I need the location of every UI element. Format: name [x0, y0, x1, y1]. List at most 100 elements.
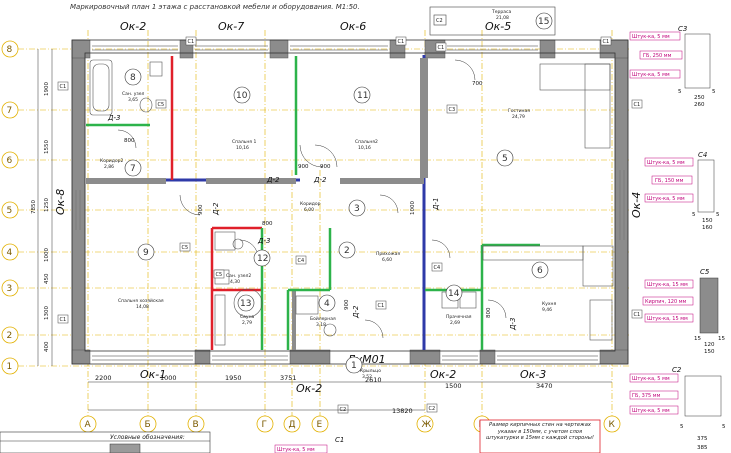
outer-walls: [71, 39, 629, 365]
wall-mark: С1: [634, 102, 641, 108]
room-area: 14,08: [136, 304, 149, 310]
axis-label-y: 6: [7, 156, 13, 166]
door-label: Д-2: [212, 202, 220, 216]
room-labels: 1 Крыльцо 3,52 2 Прихожая 6,60 3 Коридор…: [100, 9, 556, 380]
room-area: 21,08: [496, 15, 509, 21]
axis-label-x: А: [85, 420, 92, 430]
wall-mark: С4: [434, 265, 441, 271]
room-number: 3: [354, 204, 360, 214]
dim-bottom: 1950: [225, 374, 242, 382]
room-name: Крыльцо: [360, 368, 381, 374]
room-number: 8: [130, 73, 136, 83]
section-dim: 5: [722, 424, 726, 430]
section-id: С2: [672, 366, 682, 374]
section-dim: 150: [702, 218, 713, 224]
room-number: 10: [236, 91, 248, 101]
section-layer: Штук-ка, 15 мм: [647, 316, 688, 322]
wall-mark: С1: [378, 303, 385, 309]
door-label: Д-2: [313, 176, 327, 184]
terrace-outline: [429, 6, 556, 36]
axis-label-x: Д: [289, 420, 296, 430]
wall-mark: С2: [436, 18, 443, 24]
wall-mark: С5: [216, 272, 223, 278]
dim-bottom: 2610: [365, 376, 382, 384]
dim-left: 1250: [44, 198, 50, 212]
section-layer: Штук-ка, 5 мм: [632, 34, 670, 40]
room-area: 3,65: [128, 97, 138, 103]
room-area: 2,79: [242, 320, 252, 326]
room-number: 11: [357, 91, 368, 101]
legend-box: [0, 431, 211, 453]
dim-left: 450: [44, 273, 50, 284]
note-text: Размер кирпичных стен на чертежах указан…: [486, 422, 594, 441]
internal-walls-gray: [86, 58, 428, 350]
room-name: Спальня2: [355, 139, 378, 145]
section-layer: Штук-ка, 15 мм: [647, 282, 688, 288]
section-id: С1: [335, 436, 344, 444]
door-width: 800: [486, 307, 492, 318]
section-layer: Штук-ка, 5 мм: [647, 196, 685, 202]
dim-left: 1000: [44, 248, 50, 262]
dim-bottom: 3470: [536, 382, 553, 390]
wall-mark-boxes: [57, 36, 643, 414]
door-width: 1000: [410, 201, 416, 215]
window-label-top: Ок-7: [218, 20, 244, 33]
room-name: Прачечная: [446, 314, 472, 320]
wall-mark: С1: [603, 39, 610, 45]
section-layer: ГБ, 250 мм: [643, 53, 672, 59]
door-label: Д-2: [352, 305, 360, 319]
room-area: 3,52: [362, 374, 372, 380]
dim-bottom: 2200: [95, 374, 112, 382]
wall-mark: С5: [158, 102, 165, 108]
dim-left: 1550: [44, 140, 50, 154]
section-layer: Штук-ка, 5 мм: [632, 376, 670, 382]
room-number: 4: [324, 299, 330, 309]
section-id: С3: [678, 25, 687, 33]
room-area: 10,16: [236, 145, 249, 151]
door-width: 900: [344, 299, 350, 310]
door-label: Д-3: [509, 318, 517, 331]
room-area: 9,46: [542, 307, 552, 313]
room-area: 6,60: [382, 257, 392, 263]
dim-bottom-total: 13820: [392, 407, 413, 415]
room-area: 2,69: [450, 320, 460, 326]
door-label: Д-1: [432, 198, 440, 211]
room-area: 2,86: [104, 164, 114, 170]
room-number: 7: [130, 164, 136, 174]
dim-bottom: 1500: [445, 382, 462, 390]
axis-bubbles: [1, 40, 621, 433]
dim-left: 1900: [44, 82, 50, 96]
room-number: 1: [351, 361, 357, 371]
door-label: Д-3: [257, 237, 270, 245]
room-number: 6: [537, 266, 543, 276]
section-layer: Штук-ка, 5 мм: [647, 160, 685, 166]
room-name: Терраса: [491, 9, 511, 15]
room-name: Коридор2: [100, 158, 123, 164]
wall-mark: С1: [398, 39, 405, 45]
section-c1: С1 Штук-ка, 5 мм: [274, 436, 344, 453]
room-area: 4,30: [230, 279, 240, 285]
window-label-top: Ок-6: [340, 20, 366, 33]
window-label-bottom: Ок-2: [430, 368, 456, 381]
room-number: 14: [448, 289, 460, 299]
wall-mark: С2: [429, 406, 436, 412]
wall-mark: С1: [188, 39, 195, 45]
section-dim: 160: [702, 225, 713, 231]
wall-mark: С1: [438, 45, 445, 51]
door-width: 900: [320, 164, 331, 170]
axis-label-y: 5: [7, 206, 13, 216]
section-dim: 15: [694, 336, 701, 342]
section-dim: 260: [694, 102, 705, 108]
axis-label-x: Б: [145, 420, 151, 430]
room-name: Спальня 1: [232, 139, 256, 145]
room-number: 2: [344, 246, 350, 256]
axis-label-x: Ж: [422, 420, 432, 430]
section-dim: 375: [697, 436, 708, 442]
section-dim: 5: [712, 89, 716, 95]
dim-bottom: 3751: [280, 374, 297, 382]
wall-mark: С1: [60, 317, 67, 323]
window-label-left: Ок-8: [54, 189, 67, 215]
section-dim: 150: [704, 349, 715, 355]
section-dim: 385: [697, 445, 708, 451]
